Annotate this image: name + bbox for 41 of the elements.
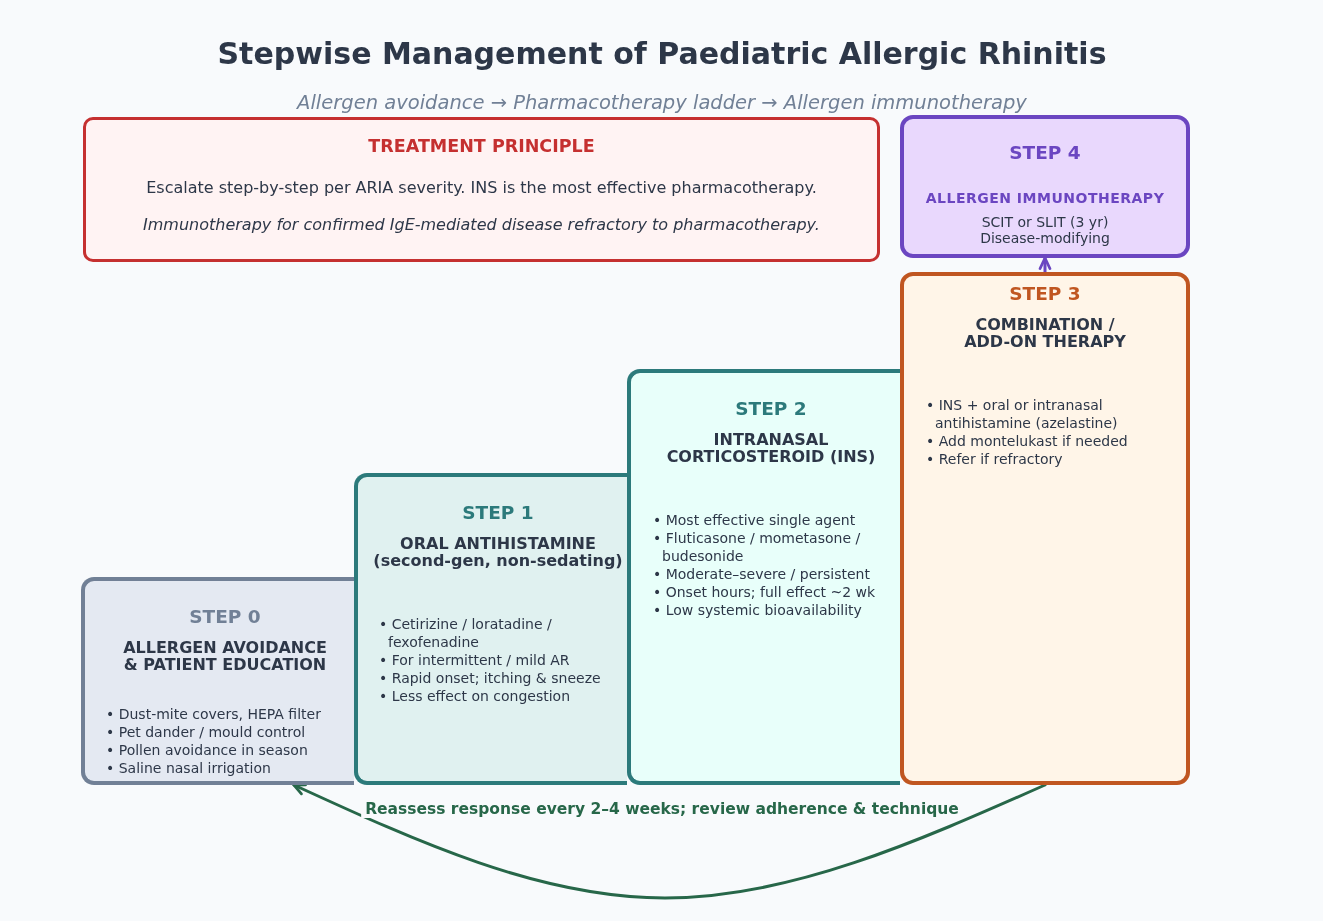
note-text: Immunotherapy for confirmed IgE-mediated disease refractory to pharmacotherapy.	[143, 215, 820, 235]
step-label: STEP 2	[735, 398, 807, 420]
step-box	[900, 115, 1190, 258]
diagram-title: Stepwise Management of Paediatric Allergic Rhinitis	[217, 36, 1107, 72]
step-box	[900, 272, 1190, 785]
list-item: • Saline nasal irrigation	[106, 758, 271, 777]
subtitle-text: Allergen avoidance → Pharmacotherapy ladder → Allergen immunotherapy	[297, 91, 1027, 115]
body-text: Escalate step-by-step per ARIA severity. INS is the most effective pharmacotherapy.	[146, 178, 817, 198]
list-item: • Moderate–severe / persistent	[653, 565, 870, 583]
step-title: INTRANASAL CORTICOSTEROID (INS)	[665, 430, 877, 465]
step-title: ALLERGEN AVOIDANCE & PATIENT EDUCATION	[122, 638, 328, 673]
list-item: • Pet dander / mould control	[106, 722, 306, 741]
list-item: • Dust-mite covers, HEPA filter	[106, 704, 321, 723]
list-item: • Rapid onset; itching & sneeze	[379, 669, 601, 687]
step-title: COMBINATION / ADD-ON THERAPY	[963, 315, 1127, 350]
principle-box	[83, 117, 880, 262]
step-title: ORAL ANTIHISTAMINE (second-gen, non-sedating)	[372, 534, 624, 569]
list-item: • Onset hours; full effect ~2 wk	[653, 583, 876, 601]
list-item: • Refer if refractory	[926, 450, 1063, 468]
box-heading: TREATMENT PRINCIPLE	[368, 135, 595, 157]
list-item: • Pollen avoidance in season	[106, 740, 308, 759]
list-item: • For intermittent / mild AR	[379, 651, 570, 669]
step-label: STEP 0	[189, 606, 261, 628]
list-item: • Fluticasone / mometasone / budesonide	[653, 529, 862, 565]
list-item: • Most effective single agent	[653, 511, 856, 529]
list-item: • Add montelukast if needed	[926, 432, 1128, 450]
list-item: • INS + oral or intranasal antihistamine (azelastine)	[926, 396, 1119, 432]
step-label: STEP 1	[462, 502, 534, 524]
list-item: • Less effect on congestion	[379, 687, 571, 705]
step-box	[81, 577, 354, 785]
step-label: STEP 4	[1009, 142, 1081, 164]
step-subtitle: ALLERGEN IMMUNOTHERAPY	[925, 190, 1165, 206]
step-label: STEP 3	[1009, 283, 1081, 305]
list-item: • Low systemic bioavailability	[653, 601, 862, 619]
arrow	[1038, 256, 1052, 274]
step-box	[354, 473, 627, 785]
step-box	[627, 369, 900, 785]
body-text: Disease-modifying	[980, 230, 1110, 246]
body-text: SCIT or SLIT (3 yr)	[981, 214, 1109, 230]
arrow	[292, 783, 1047, 900]
list-item: • Cetirizine / loratadine / fexofenadine	[379, 615, 553, 651]
